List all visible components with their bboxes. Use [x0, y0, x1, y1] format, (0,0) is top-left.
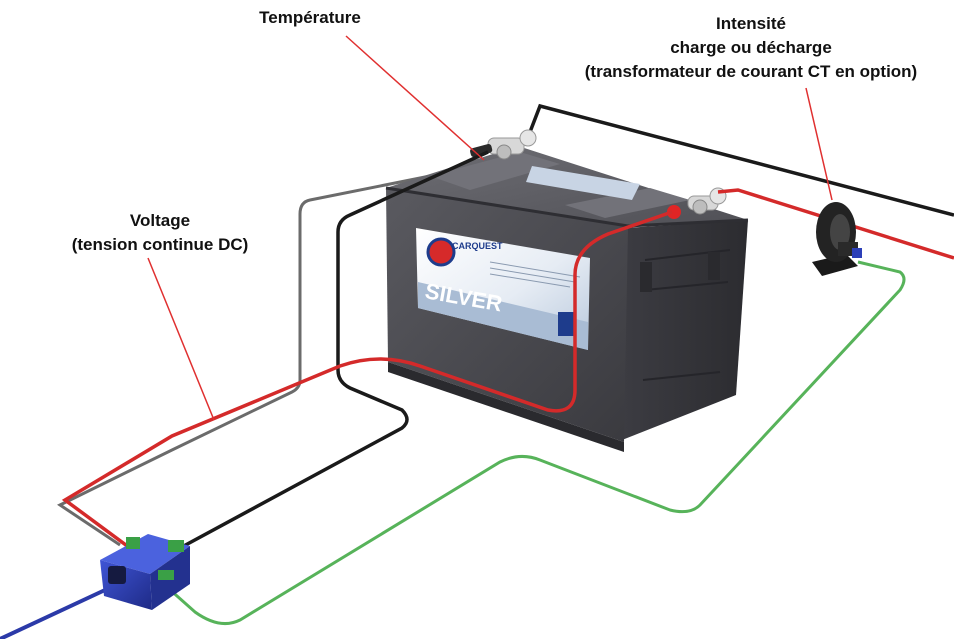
current-label-line1: Intensité — [716, 14, 786, 33]
voltage-label-line2: (tension continue DC) — [71, 235, 249, 254]
red-wire-positive — [61, 210, 673, 550]
black-wire-to-ct — [528, 103, 954, 217]
terminal-block-left — [126, 537, 140, 549]
voltage-label: Voltage (tension continue DC) — [40, 209, 280, 257]
green-wire-ct — [167, 260, 906, 626]
black-wire-negative — [179, 150, 489, 550]
callout-line-current — [805, 87, 833, 201]
current-label: Intensité charge ou décharge (transforma… — [548, 12, 954, 84]
current-label-line3: (transformateur de courant CT en option) — [584, 62, 918, 81]
battery-brand: CARQUEST — [452, 241, 503, 251]
callout-line-temperature — [345, 35, 485, 161]
current-transformer — [812, 202, 862, 276]
battery: CARQUEST SILVER — [385, 146, 749, 452]
temperature-label: Température — [240, 6, 380, 30]
blue-cable — [0, 588, 106, 639]
positive-terminal — [667, 187, 727, 219]
red-wire-to-ct — [717, 188, 954, 260]
temperature-label-text: Température — [259, 8, 361, 27]
gray-wire-temperature — [56, 166, 471, 547]
callout-line-voltage — [147, 257, 215, 421]
carquest-logo — [426, 237, 456, 267]
negative-terminal — [487, 129, 537, 160]
current-label-line2: charge ou décharge — [670, 38, 832, 57]
sensor-connector — [108, 566, 126, 584]
voltage-label-line1: Voltage — [129, 211, 191, 230]
temperature-sensor — [470, 143, 493, 158]
sensor-module — [100, 534, 190, 610]
terminal-block-right — [168, 540, 184, 552]
